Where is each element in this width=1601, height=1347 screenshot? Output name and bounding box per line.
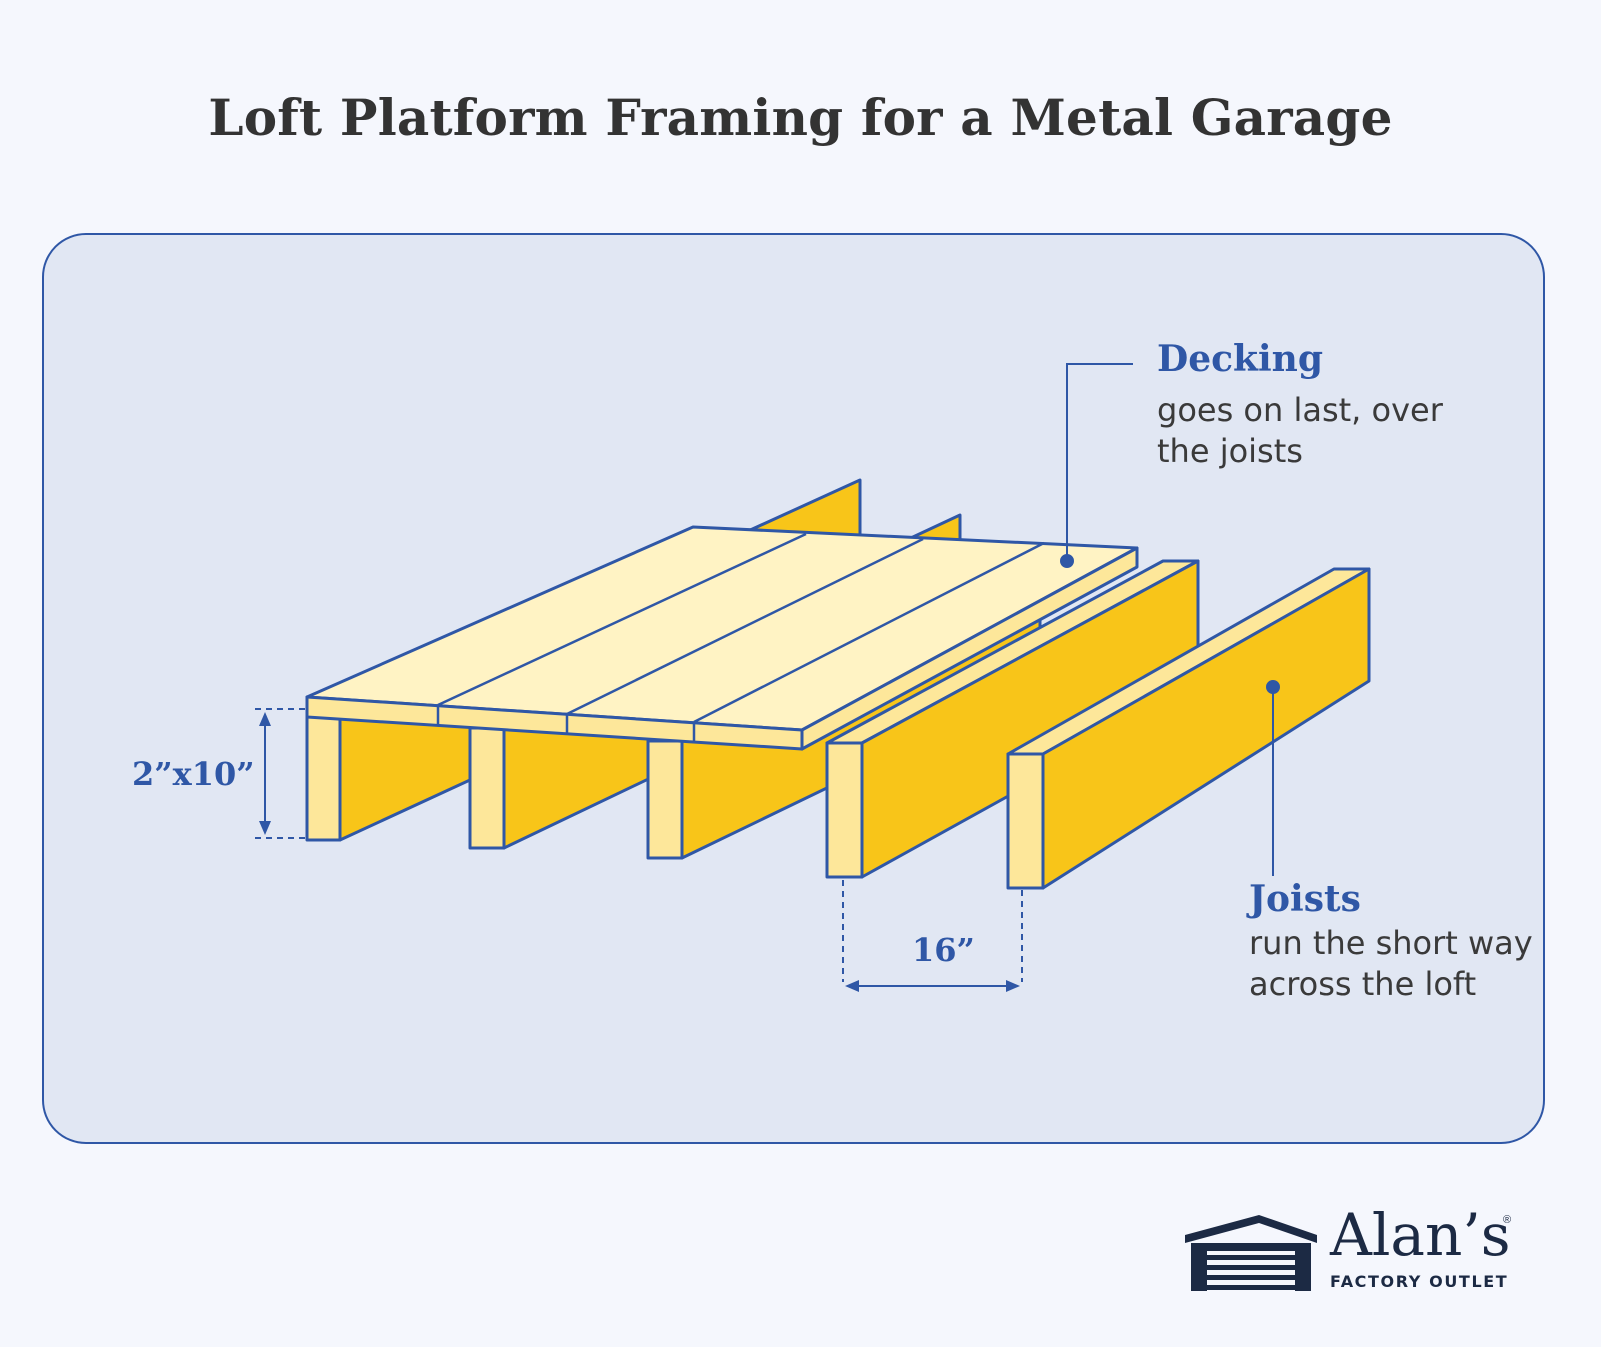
joists-label-description: run the short way across the loft — [1249, 924, 1533, 1003]
registered-mark: ® — [1503, 1214, 1512, 1226]
joist-size-label: 2”x10” — [132, 755, 255, 793]
logo-tagline: FACTORY OUTLET — [1330, 1272, 1509, 1291]
joist-4 — [825, 559, 1200, 879]
decking-leader-line — [1060, 363, 1133, 568]
joist-5 — [1006, 567, 1371, 890]
joist-spacing-label: 16” — [912, 931, 975, 969]
decking-label-description: goes on last, over the joists — [1157, 391, 1443, 470]
garage-logo-icon — [1185, 1215, 1317, 1291]
decking-board-seams — [436, 532, 1045, 742]
decking-label-title: Decking — [1157, 338, 1324, 380]
height-dimension-marker — [255, 708, 305, 839]
joists-leader-line — [1266, 680, 1280, 876]
spacing-dimension-marker — [842, 880, 1023, 992]
decking-platform — [305, 525, 1139, 751]
logo-wordmark: Alan’s — [1330, 1201, 1511, 1269]
joists-label-title: Joists — [1249, 878, 1361, 920]
page-title: Loft Platform Framing for a Metal Garage — [208, 88, 1393, 147]
